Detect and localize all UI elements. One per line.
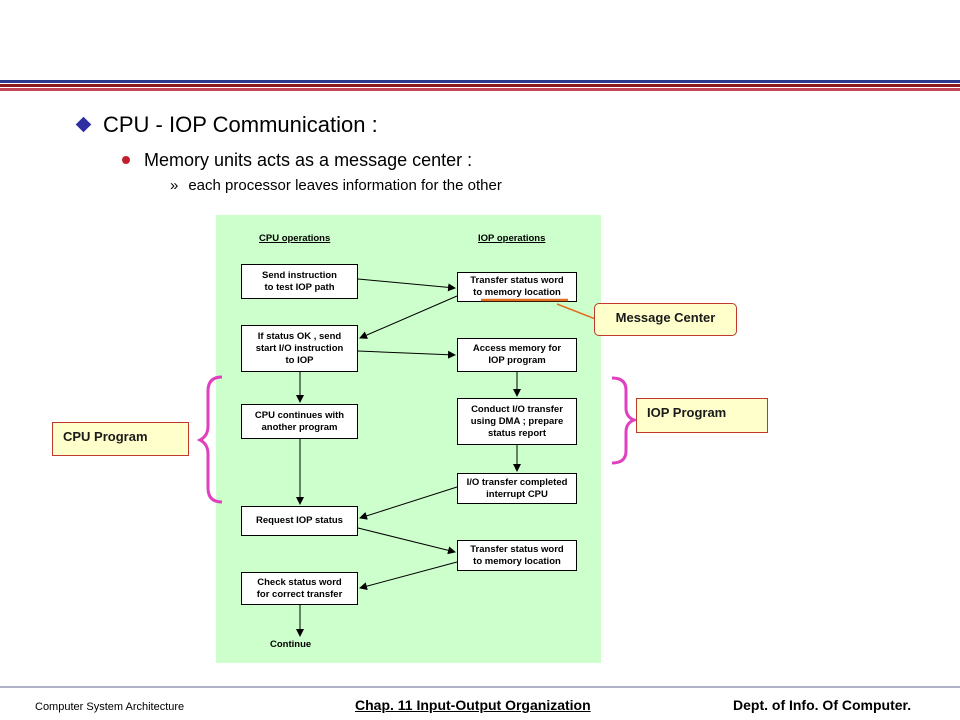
- dot-bullet-icon: [122, 156, 130, 164]
- cpu-box-check-status: Check status word for correct transfer: [241, 572, 358, 605]
- iop-program-brace: [611, 376, 639, 465]
- footer-department: Dept. of Info. Of Computer.: [733, 697, 912, 713]
- iop-box-transfer-status-2: Transfer status word to memory location: [457, 540, 577, 571]
- cpu-program-brace: [196, 375, 223, 504]
- iop-box-transfer-completed: I/O transfer completed interrupt CPU: [457, 473, 577, 504]
- footer-course: Computer System Architecture: [35, 701, 185, 713]
- header-rule-blue: [0, 80, 960, 83]
- raquo-bullet-icon: »: [170, 177, 179, 194]
- iop-program-callout: IOP Program: [636, 398, 768, 433]
- cpu-box-continue-program: CPU continues with another program: [241, 404, 358, 439]
- cpu-box-request-status: Request IOP status: [241, 506, 358, 536]
- header-rule-shadow: [0, 88, 960, 91]
- sub-bullet-text: each processor leaves information for th…: [188, 177, 502, 194]
- footer-chapter: Chap. 11 Input-Output Organization: [355, 697, 591, 713]
- iop-box-conduct-transfer: Conduct I/O transfer using DMA ; prepare…: [457, 398, 577, 445]
- arrow-completed-to-request: [359, 486, 458, 520]
- sub-bullet-point: » each processor leaves information for t…: [170, 177, 502, 194]
- bullet-text: Memory units acts as a message center :: [144, 150, 473, 170]
- slide-title: CPU - IOP Communication :: [75, 112, 378, 138]
- cpu-box-send-instruction: Send instruction to test IOP path: [241, 264, 358, 299]
- arrow-send-to-transfer: [357, 278, 456, 292]
- continue-label: Continue: [270, 639, 312, 650]
- slide-title-text: CPU - IOP Communication :: [103, 112, 378, 137]
- iop-box-access-memory: Access memory for IOP program: [457, 338, 577, 372]
- message-center-callout: Message Center: [594, 303, 737, 336]
- arrow-request-to-transfer: [357, 527, 456, 555]
- footer-rule: [0, 686, 960, 688]
- iop-operations-heading: IOP operations: [478, 233, 546, 244]
- iop-box-transfer-status-1: Transfer status word to memory location: [457, 272, 577, 302]
- cpu-box-start-io: If status OK , send start I/O instructio…: [241, 325, 358, 372]
- arrow-transfer-to-check: [359, 561, 458, 591]
- bullet-point: Memory units acts as a message center :: [122, 150, 472, 171]
- cpu-program-callout: CPU Program: [52, 422, 189, 456]
- arrow-start-to-access: [357, 350, 456, 359]
- cpu-operations-heading: CPU operations: [259, 233, 331, 244]
- message-center-pointer: [556, 303, 599, 321]
- arrow-transfer-to-start: [359, 295, 458, 339]
- header-rule-red: [0, 84, 960, 87]
